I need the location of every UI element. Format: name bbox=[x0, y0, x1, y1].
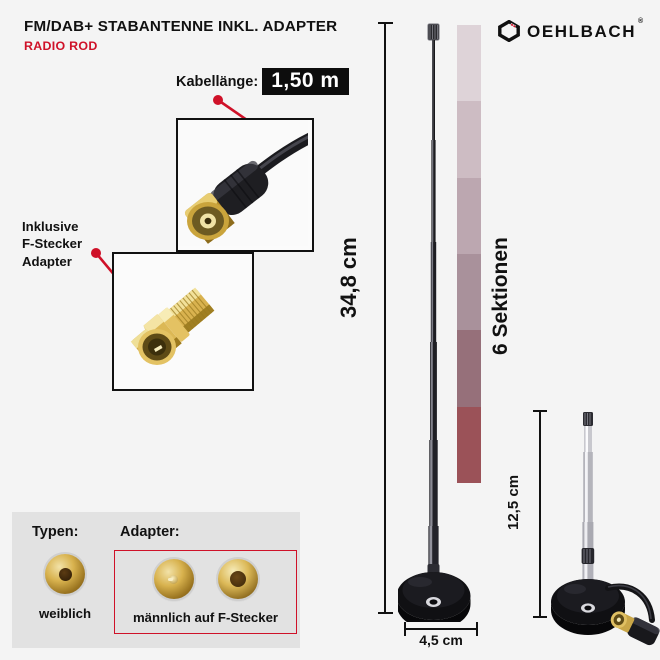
section-swatch-1 bbox=[457, 25, 481, 102]
legend-adapter-icon-row bbox=[115, 559, 296, 599]
brand-wordmark-text: OEHLBACH bbox=[527, 21, 637, 41]
base-width-dimension-label: 4,5 cm bbox=[419, 632, 463, 648]
adapter-note-line-2: F-Stecker bbox=[22, 236, 83, 252]
legend-type-female: weiblich bbox=[26, 554, 104, 621]
registered-mark: ® bbox=[637, 17, 644, 25]
male-connector-icon bbox=[153, 559, 194, 599]
sections-color-strip bbox=[457, 25, 481, 483]
sections-label: 6 Sektionen bbox=[489, 237, 512, 355]
cable-length-badge: 1,50 m bbox=[262, 68, 349, 95]
page-subtitle: RADIO ROD bbox=[24, 39, 98, 53]
legend-panel: Typen: Adapter: weiblich männlich auf F-… bbox=[12, 512, 300, 648]
collapsed-rule bbox=[539, 410, 542, 618]
legend-type-female-label: weiblich bbox=[38, 606, 92, 621]
section-swatch-2 bbox=[457, 101, 481, 178]
section-swatch-6 bbox=[457, 406, 481, 483]
dimension-cap-bottom bbox=[378, 611, 393, 614]
section-swatch-5 bbox=[457, 330, 481, 407]
female-connector-icon bbox=[45, 554, 85, 594]
width-cap-right bbox=[475, 622, 478, 636]
adapter-note-line-1: Inklusive bbox=[22, 219, 79, 234]
adapter-note-line-3: Adapter bbox=[22, 253, 72, 269]
brand-logo: OEHLBACH ® bbox=[498, 18, 643, 43]
cable-length-callout: Kabellänge: 1,50 m bbox=[176, 68, 349, 95]
legend-adapter-caption: männlich auf F-Stecker bbox=[132, 610, 279, 625]
telescopic-antenna-extended bbox=[398, 23, 471, 622]
page-title: FM/DAB+ STABANTENNE INKL. ADAPTER bbox=[24, 18, 338, 35]
telescopic-antenna-collapsed-with-cable bbox=[551, 412, 660, 646]
f-plug-adapter-photo bbox=[114, 254, 248, 385]
adapter-included-note: Inklusive F-Stecker Adapter bbox=[22, 218, 82, 270]
f-plug-connector-icon bbox=[217, 559, 258, 599]
section-swatch-4 bbox=[457, 253, 481, 331]
legend-adapter-highlight-box: männlich auf F-Stecker bbox=[114, 550, 297, 634]
brand-wordmark: OEHLBACH ® bbox=[527, 18, 643, 41]
dimension-rule bbox=[384, 22, 387, 614]
adapter-photo-box bbox=[112, 252, 254, 391]
oehlbach-diamond-icon bbox=[498, 19, 520, 43]
cable-length-label: Kabellänge: bbox=[176, 73, 259, 90]
male-pin-detail bbox=[167, 577, 173, 581]
collapsed-cap-bottom bbox=[533, 615, 547, 618]
cable-connector-photo-box bbox=[176, 118, 314, 252]
coax-connector-photo bbox=[178, 120, 312, 246]
legend-adapter-heading: Adapter: bbox=[120, 524, 180, 540]
height-dimension-label: 34,8 cm bbox=[336, 237, 361, 318]
collapsed-height-dimension-label: 12,5 cm bbox=[505, 474, 522, 530]
width-rule bbox=[404, 628, 478, 631]
section-swatch-3 bbox=[457, 177, 481, 254]
legend-types-heading: Typen: bbox=[32, 524, 79, 540]
